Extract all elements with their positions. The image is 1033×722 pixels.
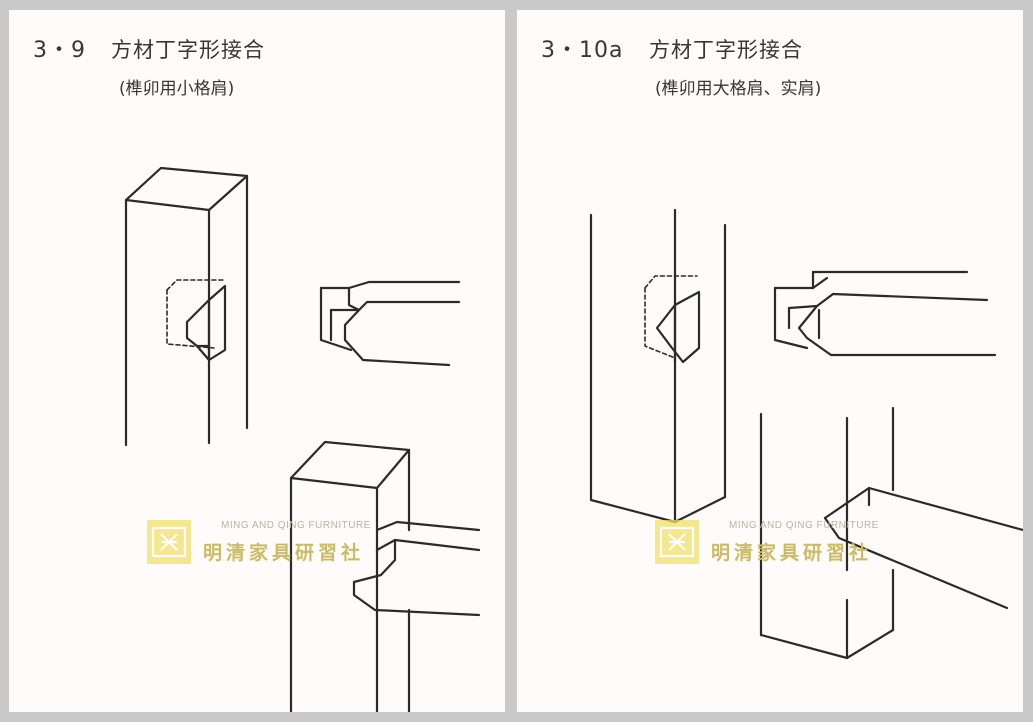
figure-panel-3-9: 3・9 方材丁字形接合 (榫卯用小格肩) xyxy=(9,10,505,712)
rail-tenon xyxy=(773,270,997,357)
figure-heading: 3・10a 方材丁字形接合 xyxy=(541,32,803,64)
joint-drawing-large-shoulder xyxy=(589,208,1023,660)
rail-tenon xyxy=(319,280,461,367)
figure-title: 方材丁字形接合 xyxy=(649,38,803,62)
mortise-cut xyxy=(166,279,227,362)
figure-title: 方材丁字形接合 xyxy=(111,38,265,62)
mortise-cut xyxy=(644,275,701,364)
watermark-logo-icon xyxy=(655,520,699,564)
joint-drawing-small-shoulder xyxy=(124,166,481,712)
figure-heading: 3・9 方材丁字形接合 xyxy=(33,32,265,64)
figure-panel-3-10a: 3・10a 方材丁字形接合 (榫卯用大格肩、实肩) xyxy=(517,10,1023,712)
assembled-joint xyxy=(759,406,1023,660)
figure-number: 3・9 xyxy=(33,38,86,63)
figure-subtitle: (榫卯用小格肩) xyxy=(119,79,235,99)
vertical-post xyxy=(124,166,249,447)
figure-number: 3・10a xyxy=(541,38,624,63)
watermark-logo-icon xyxy=(147,520,191,564)
figure-subtitle: (榫卯用大格肩、实肩) xyxy=(655,79,822,99)
assembled-joint xyxy=(289,440,481,712)
vertical-post xyxy=(589,208,727,524)
